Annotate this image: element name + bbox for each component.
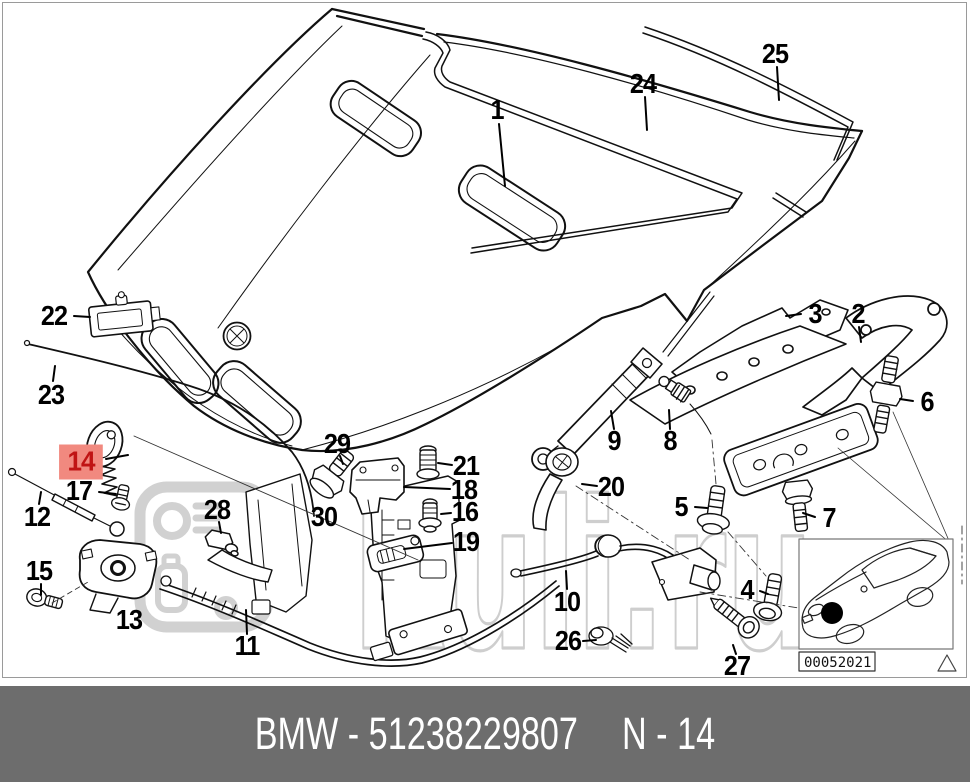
- hood-seal-25: [642, 26, 854, 218]
- screw-5: [696, 485, 730, 535]
- part-label-30[interactable]: 30: [310, 501, 338, 532]
- part-label-25[interactable]: 25: [761, 38, 789, 69]
- leader-line-18: [403, 486, 451, 490]
- leader-line-1: [498, 123, 506, 187]
- part-label-10[interactable]: 10: [553, 586, 581, 617]
- part-label-11[interactable]: 11: [234, 630, 261, 661]
- thumbnail-code-box: [798, 651, 876, 672]
- diagram-area: Ruli.ru: [2, 2, 967, 686]
- reference-lines: [51, 411, 963, 617]
- bracket-18: [349, 457, 405, 515]
- part-label-26[interactable]: 26: [554, 625, 582, 656]
- part-label-4[interactable]: 4: [740, 574, 754, 605]
- leader-line-25: [776, 66, 780, 101]
- part-label-13[interactable]: 13: [115, 604, 143, 635]
- leader-line-14: [105, 454, 129, 460]
- leader-line-4: [759, 590, 769, 595]
- footer-text: BMW - 51238229807 N - 14: [255, 708, 715, 760]
- cable-clip-20: [532, 447, 579, 531]
- leader-line-17: [98, 491, 117, 495]
- box-22: [87, 291, 161, 338]
- buffer-21: [416, 445, 440, 480]
- part-label-23[interactable]: 23: [37, 379, 65, 410]
- triangle-marker: [937, 654, 957, 672]
- highlight-location-dot: [821, 602, 843, 624]
- hood-panel: [86, 7, 864, 453]
- part-label-8[interactable]: 8: [663, 425, 677, 456]
- leader-line-28: [218, 521, 222, 534]
- footer-page-ref: N - 14: [622, 708, 716, 759]
- latch-13: [78, 539, 158, 614]
- car-thumbnail: 00052021: [798, 538, 957, 672]
- cable-11: [159, 575, 560, 667]
- leader-line-5: [694, 506, 708, 509]
- footer-bar: BMW - 51238229807 N - 14: [0, 686, 970, 782]
- leader-line-16: [440, 512, 452, 515]
- leader-line-20: [581, 483, 598, 487]
- kidney-grille-right: [212, 360, 302, 444]
- hood-vent-left: [329, 79, 422, 158]
- bracket-left-plate: [207, 473, 313, 615]
- leader-line-27: [732, 644, 737, 655]
- part-label-18[interactable]: 18: [450, 474, 478, 505]
- leader-line-6: [899, 398, 914, 402]
- leader-line-24: [644, 96, 648, 131]
- leader-line-3: [785, 313, 802, 317]
- leader-line-11: [245, 609, 248, 635]
- part-label-1[interactable]: 1: [490, 94, 504, 125]
- part-label-7[interactable]: 7: [822, 502, 836, 533]
- leader-line-12: [38, 491, 42, 505]
- leader-line-10: [565, 570, 568, 590]
- part-label-6[interactable]: 6: [920, 386, 934, 417]
- part-label-29[interactable]: 29: [323, 428, 351, 459]
- leader-line-8: [668, 409, 671, 430]
- hinge-arm-2: [802, 295, 948, 416]
- ball-stud-8: [658, 375, 712, 435]
- part-label-28[interactable]: 28: [203, 494, 231, 525]
- rod-10: [510, 534, 721, 601]
- leader-line-21: [437, 462, 453, 466]
- cable-23: [23, 339, 315, 517]
- screw-17: [111, 484, 131, 511]
- stud-bolt-6: [869, 355, 903, 434]
- bolt-7: [781, 479, 814, 532]
- part-label-21[interactable]: 21: [452, 450, 480, 481]
- screw-4: [753, 573, 783, 622]
- part-label-3[interactable]: 3: [808, 298, 822, 329]
- part-label-27[interactable]: 27: [723, 650, 751, 681]
- part-label-12[interactable]: 12: [23, 501, 51, 532]
- part-label-15[interactable]: 15: [25, 555, 53, 586]
- part-label-2[interactable]: 2: [851, 298, 865, 329]
- buffer-16: [418, 498, 442, 533]
- leader-line-2: [858, 326, 862, 343]
- part-label-24[interactable]: 24: [629, 68, 657, 99]
- hood-seal-24: [422, 31, 743, 254]
- leader-line-9: [610, 410, 615, 430]
- part-label-17[interactable]: 17: [65, 475, 93, 506]
- part-label-19[interactable]: 19: [452, 526, 480, 557]
- rod-12: [7, 467, 125, 537]
- hinge-base-plate: [723, 403, 879, 497]
- part-label-14[interactable]: 14: [59, 444, 103, 480]
- leader-line-29: [339, 455, 344, 465]
- footer-part-number: BMW - 51238229807: [254, 708, 578, 759]
- leader-line-19: [403, 542, 453, 550]
- leader-line-7: [802, 512, 816, 518]
- screw-27: [709, 597, 760, 639]
- thumbnail-code: 00052021: [804, 655, 871, 671]
- part-label-9[interactable]: 9: [607, 425, 621, 456]
- leader-line-23: [52, 365, 56, 382]
- bolt-28: [204, 529, 239, 557]
- leader-line-26: [582, 639, 597, 642]
- part-label-16[interactable]: 16: [451, 496, 479, 527]
- bmw-roundel: [222, 321, 252, 351]
- leader-line-22: [73, 315, 91, 318]
- part-label-20[interactable]: 20: [597, 471, 625, 502]
- diagram-canvas: Ruli.ru: [7, 7, 963, 686]
- part-label-22[interactable]: 22: [40, 300, 68, 331]
- part-label-5[interactable]: 5: [674, 491, 688, 522]
- label-leader-lines: [38, 66, 914, 655]
